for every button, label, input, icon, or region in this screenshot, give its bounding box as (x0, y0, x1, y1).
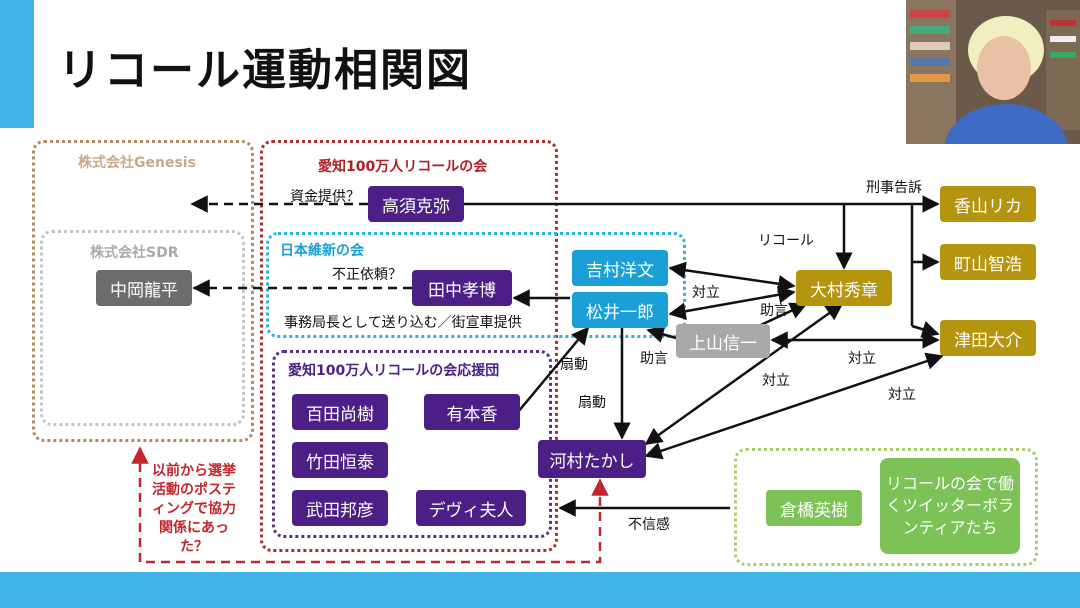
node-kamiyama: 上山信一 (676, 324, 770, 358)
bottom-bar (0, 572, 1080, 608)
node-kawamura: 河村たかし (538, 440, 646, 478)
label-tairitsu-4: 対立 (888, 387, 916, 403)
label-shikin: 資金提供？ (290, 189, 360, 205)
edge-sdr-kawamura-cooperation (131, 446, 609, 564)
group-frame-sdr (40, 230, 245, 426)
group-label-sdr: 株式会社SDR (90, 245, 179, 261)
node-tsuda: 津田大介 (940, 320, 1036, 356)
node-volunteers: リコールの会で働くツイッターボランティアたち (880, 458, 1020, 554)
webcam-overlay (906, 0, 1080, 144)
edge-kamiyama-matsui (646, 325, 677, 343)
node-nakaoka: 中岡龍平 (96, 270, 192, 306)
node-machiyama: 町山智浩 (940, 244, 1036, 280)
group-label-ishin: 日本維新の会 (280, 243, 364, 259)
group-frame-genesis (32, 140, 254, 442)
label-tairitsu-2: 対立 (848, 351, 876, 367)
node-hyakuta: 百田尚樹 (292, 394, 388, 430)
node-kurahashi: 倉橋英樹 (766, 490, 862, 526)
node-kayama: 香山リカ (940, 186, 1036, 222)
node-takasu: 高須克弥 (368, 186, 464, 222)
edge-omura-yoshimura (668, 261, 796, 293)
accent-bar (0, 0, 34, 128)
group-label-ouen: 愛知100万人リコールの会応援団 (288, 363, 500, 379)
node-omura: 大村秀章 (796, 270, 892, 306)
page-title: リコール運動相関図 (58, 45, 472, 96)
node-takeda-tsuneyasu: 竹田恒泰 (292, 442, 388, 478)
edge-tsuda-kawamura (644, 352, 944, 460)
node-yoshimura: 吉村洋文 (572, 250, 668, 286)
label-recall: リコール (758, 233, 814, 249)
label-tairitsu-3: 対立 (762, 373, 790, 389)
label-sendo-2: 扇動 (578, 395, 606, 411)
edge-arimoto-matsui (517, 326, 590, 413)
node-matsui: 松井一郎 (572, 292, 668, 328)
group-frame-aichi-recall (260, 140, 558, 552)
label-fusei: 不正依頼？ (332, 267, 402, 283)
node-dewi: デヴィ夫人 (416, 490, 526, 526)
edge-to-tsuda (911, 321, 940, 338)
label-tairitsu-1: 対立 (692, 285, 720, 301)
label-fushinkan: 不信感 (628, 517, 670, 533)
cooperation-note: 以前から選挙活動のポスティングで協力関係にあった？ (152, 463, 236, 555)
label-jimukyoku: 事務局長として送り込む／街宣車提供 (284, 315, 522, 331)
node-tanaka: 田中孝博 (412, 270, 512, 306)
node-arimoto: 有本香 (424, 394, 520, 430)
label-sendo-1: 扇動 (560, 357, 588, 373)
group-label-aichi-recall: 愛知100万人リコールの会 (318, 159, 488, 175)
label-jogen-1: 助言 (760, 303, 788, 319)
node-takeda-kunihiko: 武田邦彦 (292, 490, 388, 526)
group-label-genesis: 株式会社Genesis (78, 155, 196, 171)
label-jogen-2: 助言 (640, 351, 668, 367)
label-keiji: 刑事告訴 (866, 180, 922, 196)
